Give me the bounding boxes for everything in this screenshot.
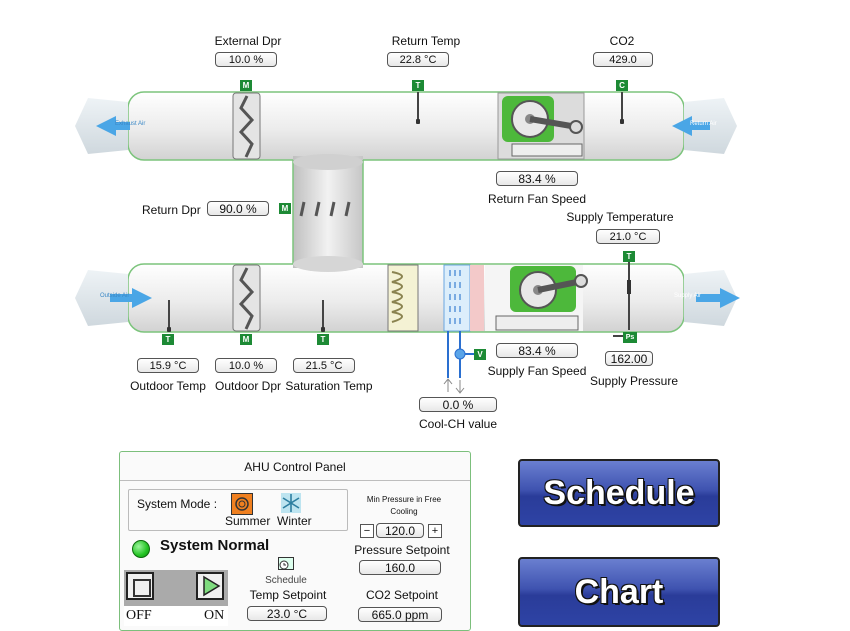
off-button[interactable]	[126, 572, 154, 600]
air-filter	[387, 264, 419, 332]
temp-setpoint-label: Temp Setpoint	[249, 588, 327, 602]
outdoor-dpr-label: Outdoor Dpr	[214, 379, 282, 393]
chart-button[interactable]: Chart	[518, 557, 720, 627]
return-dpr-value[interactable]: 90.0 %	[207, 201, 269, 216]
supply-fan	[485, 265, 588, 331]
supply-temperature-value[interactable]: 21.0 °C	[596, 229, 660, 244]
mixing-connector	[293, 156, 363, 268]
exhaust-air-label: Exhaust Air	[115, 121, 146, 127]
external-dpr-tag[interactable]: M	[240, 80, 252, 91]
exhaust-air-arrow	[75, 98, 130, 154]
return-fan	[497, 92, 585, 160]
return-fan-speed-value[interactable]: 83.4 %	[496, 171, 578, 186]
supply-fan-speed-value[interactable]: 83.4 %	[496, 343, 578, 358]
min-pressure-label: Min Pressure in Free Cooling	[366, 495, 442, 516]
schedule-clock-icon[interactable]	[278, 557, 294, 571]
on-button[interactable]	[196, 572, 224, 600]
supply-air-label: Supply Air	[674, 293, 702, 299]
saturation-temp-value[interactable]: 21.5 °C	[293, 358, 355, 373]
schedule-button[interactable]: Schedule	[518, 459, 720, 527]
supply-temperature-label: Supply Temperature	[566, 210, 674, 224]
supply-air-arrow	[684, 270, 740, 326]
return-temp-label: Return Temp	[391, 34, 461, 48]
system-mode-group: System Mode : Summer Winter	[128, 489, 348, 531]
co2-tag[interactable]: C	[616, 80, 628, 91]
summer-label: Summer	[225, 514, 271, 528]
cooling-coil	[443, 264, 484, 394]
return-temp-tag[interactable]: T	[412, 80, 424, 91]
supply-pressure-tag[interactable]: Ps	[623, 332, 637, 343]
outdoor-temp-tag[interactable]: T	[162, 334, 174, 345]
pressure-setpoint-value[interactable]: 160.0	[359, 560, 441, 575]
return-dpr-label: Return Dpr	[142, 203, 201, 217]
external-damper	[232, 92, 261, 160]
return-fan-speed-label: Return Fan Speed	[487, 192, 587, 206]
pressure-setpoint-label: Pressure Setpoint	[354, 543, 450, 557]
winter-label: Winter	[277, 514, 312, 528]
min-pressure-minus-button[interactable]: −	[360, 524, 374, 538]
schedule-label: Schedule	[265, 575, 307, 586]
outdoor-temp-probe	[167, 300, 171, 332]
panel-title: AHU Control Panel	[244, 460, 346, 474]
outdoor-dpr-tag[interactable]: M	[240, 334, 252, 345]
return-temp-value[interactable]: 22.8 °C	[387, 52, 449, 67]
status-indicator-icon	[132, 540, 150, 558]
co2-label: CO2	[609, 34, 635, 48]
saturation-temp-label: Saturation Temp	[285, 379, 373, 393]
return-dpr-tag[interactable]: M	[279, 203, 291, 214]
co2-probe	[620, 92, 624, 124]
ahu-control-panel: AHU Control Panel System Mode : Summer W…	[119, 451, 471, 631]
outside-air-label: Outside Air	[100, 293, 130, 299]
cool-ch-value[interactable]: 0.0 %	[419, 397, 497, 412]
supply-temperature-tag[interactable]: T	[623, 251, 635, 262]
min-pressure-value[interactable]: 120.0	[376, 523, 424, 538]
co2-setpoint-value[interactable]: 665.0 ppm	[358, 607, 442, 622]
return-temp-probe	[416, 92, 420, 124]
ahu-diagram	[75, 91, 740, 394]
supply-fan-speed-label: Supply Fan Speed	[487, 364, 587, 378]
supply-pressure-label: Supply Pressure	[589, 374, 679, 388]
return-air-arrow	[672, 98, 737, 154]
system-mode-label: System Mode :	[137, 497, 218, 511]
off-label: OFF	[126, 608, 152, 623]
outdoor-dpr-value[interactable]: 10.0 %	[215, 358, 277, 373]
outdoor-temp-label: Outdoor Temp	[130, 379, 206, 393]
saturation-temp-probe	[321, 300, 325, 332]
co2-setpoint-label: CO2 Setpoint	[365, 588, 439, 602]
system-status-text: System Normal	[160, 537, 270, 554]
supply-pressure-value[interactable]: 162.00	[605, 351, 653, 366]
saturation-temp-tag[interactable]: T	[317, 334, 329, 345]
return-air-label: Return Air	[690, 121, 717, 127]
outdoor-damper	[232, 264, 261, 332]
external-dpr-value[interactable]: 10.0 %	[215, 52, 277, 67]
co2-value[interactable]: 429.0	[593, 52, 653, 67]
cool-ch-label: Cool-CH value	[418, 417, 498, 431]
winter-snowflake-icon[interactable]	[281, 493, 301, 513]
outside-air-arrow	[75, 270, 152, 326]
temp-setpoint-value[interactable]: 23.0 °C	[247, 606, 327, 621]
min-pressure-plus-button[interactable]: +	[428, 524, 442, 538]
cool-ch-tag[interactable]: V	[474, 349, 486, 360]
outdoor-temp-value[interactable]: 15.9 °C	[137, 358, 199, 373]
on-label: ON	[204, 608, 225, 623]
summer-sun-icon[interactable]	[231, 493, 253, 515]
external-dpr-label: External Dpr	[214, 34, 282, 48]
return-duct	[127, 91, 685, 161]
